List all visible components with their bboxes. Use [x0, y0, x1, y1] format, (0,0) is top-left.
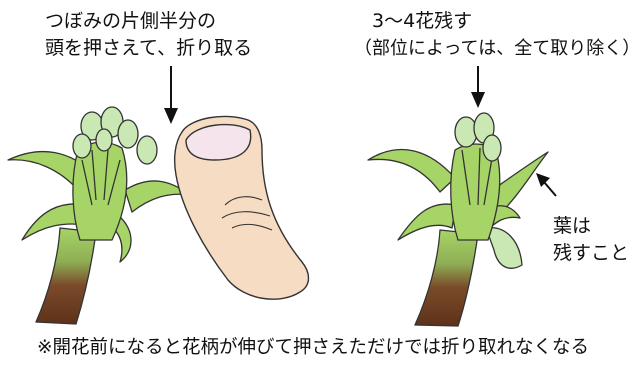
right-arrow [471, 66, 485, 108]
left-leaf [21, 203, 91, 241]
footnote: ※開花前になると花柄が伸びて押さえただけでは折り取れなくなる [37, 337, 590, 358]
thumb-shape [173, 115, 310, 300]
right-cluster-body [450, 143, 501, 241]
right-leaf [485, 227, 523, 269]
left-stem [35, 227, 97, 325]
right-caption-line1: 3～4花残す [372, 10, 473, 32]
left-arrow [164, 66, 178, 124]
left-bud [72, 133, 92, 159]
right-caption-line2: （部位によっては、全て取り除く） [354, 38, 641, 59]
left-bud [117, 119, 139, 149]
right-bud [482, 134, 502, 162]
right-leaf [397, 203, 457, 241]
thumb-nail [185, 123, 252, 161]
left-caption-line1: つぼみの片側半分の [45, 10, 217, 32]
right-stem [414, 229, 479, 327]
right-flower-bud-cluster [367, 112, 549, 327]
leaf-arrow [536, 173, 557, 197]
leaf-note-line2: 残すこと [553, 242, 630, 264]
left-flower-bud-cluster [7, 106, 191, 325]
left-bud [136, 135, 158, 165]
thumb [173, 115, 310, 300]
leaf-note-line1: 葉は [553, 215, 592, 237]
left-caption-line2: 頭を押さえて、折り取る [45, 37, 253, 59]
right-leaf [367, 148, 456, 193]
left-bud [95, 128, 113, 152]
